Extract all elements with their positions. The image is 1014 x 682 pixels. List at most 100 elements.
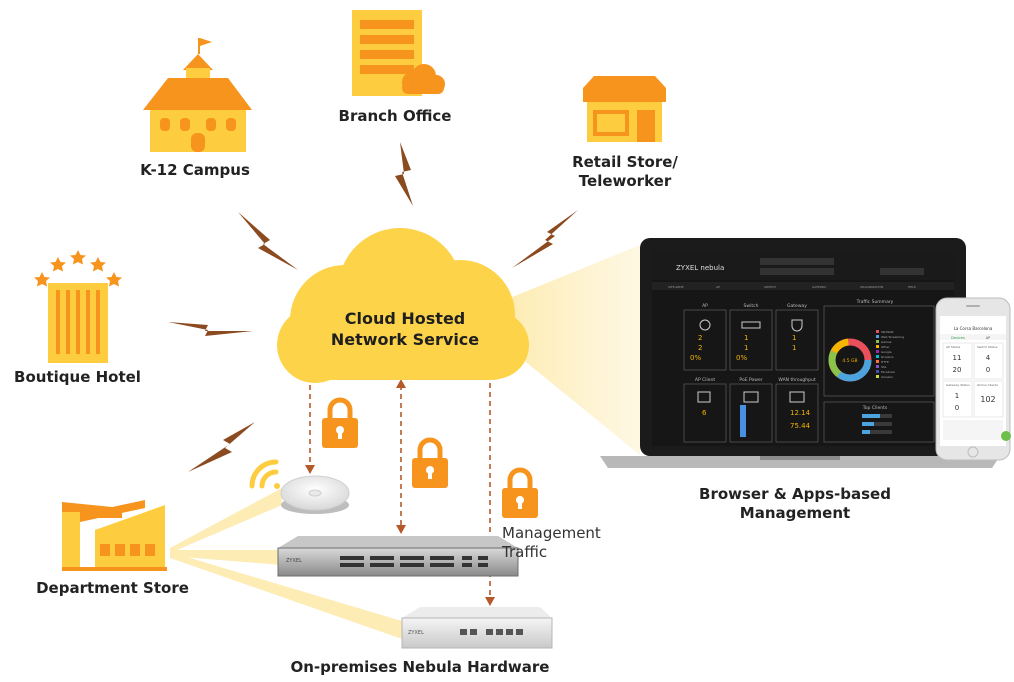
retail-building — [583, 76, 666, 142]
legend-item: HTTP — [881, 360, 889, 364]
svg-text:1: 1 — [792, 344, 796, 352]
dashboard-nav-item[interactable]: SITE-WIDE — [668, 285, 684, 289]
legend-item: SD/WAN — [881, 330, 893, 334]
panel-poe: PoE Power — [739, 377, 762, 383]
legend-swatch — [876, 375, 879, 378]
department-beams — [170, 488, 405, 640]
k12-building — [143, 38, 252, 152]
dashboard-nav-item[interactable]: SWITCH — [764, 285, 776, 289]
label-browser-line1: Browser & Apps-based — [699, 485, 891, 503]
svg-text:20: 20 — [953, 366, 962, 374]
lightning-bolts — [168, 142, 578, 472]
label-cloud-line2: Network Service — [330, 330, 480, 349]
dashboard-nav-item[interactable]: AP — [716, 285, 720, 289]
svg-text:0: 0 — [986, 366, 990, 374]
label-retail-line2: Teleworker — [578, 172, 672, 190]
svg-text:1: 1 — [744, 344, 748, 352]
branch-building — [352, 10, 445, 96]
svg-text:102: 102 — [980, 395, 995, 404]
svg-text:1: 1 — [744, 334, 748, 342]
bolt-hotel — [168, 322, 253, 336]
label-browser-management: Browser & Apps-based Management — [660, 485, 930, 523]
panel-wan: WAN throughput — [778, 377, 815, 383]
phone: La Corsa Barcelona Devices AP AP Status … — [935, 297, 1011, 461]
legend-swatch — [876, 355, 879, 358]
label-cloud-line1: Cloud Hosted — [344, 309, 466, 328]
lock-icons — [322, 397, 538, 518]
panel-top-clients: Top Clients — [862, 405, 888, 411]
svg-text:4.5 GB: 4.5 GB — [842, 358, 857, 364]
svg-text:AP: AP — [986, 336, 991, 340]
svg-text:6: 6 — [702, 409, 707, 417]
label-retail-line1: Retail Store/ — [572, 153, 678, 171]
traffic-donut: 4.5 GB — [828, 338, 872, 382]
legend-item: Web Streaming — [881, 335, 904, 339]
svg-text:1: 1 — [792, 334, 796, 342]
svg-text:0%: 0% — [736, 354, 747, 362]
panel-traffic: Traffic Summary — [856, 299, 894, 305]
bolt-dept — [188, 422, 255, 472]
label-cloud-service: Cloud Hosted Network Service — [300, 308, 510, 350]
svg-text:12.14: 12.14 — [790, 409, 811, 417]
switch-light: ZYXEL — [401, 607, 553, 649]
legend-swatch — [876, 360, 879, 363]
label-branch-office: Branch Office — [338, 107, 452, 125]
bolt-k12 — [238, 212, 298, 270]
lock-icon-3 — [502, 467, 538, 518]
svg-text:1: 1 — [955, 392, 959, 400]
label-boutique-hotel: Boutique Hotel — [14, 368, 141, 386]
legend-item: Games — [881, 340, 892, 344]
svg-text:Switch Status: Switch Status — [977, 345, 998, 349]
svg-text:AP Status: AP Status — [946, 345, 961, 349]
panel-switch: Switch — [744, 303, 759, 309]
legend-item: Other — [881, 345, 890, 349]
label-traffic-line1: Management — [502, 524, 601, 542]
svg-text:11: 11 — [953, 354, 962, 362]
legend-swatch — [876, 365, 879, 368]
legend-item: Facebook — [881, 370, 895, 374]
svg-text:75.44: 75.44 — [790, 422, 811, 430]
switch-dark: ZYXEL — [277, 536, 519, 577]
bolt-branch — [395, 142, 413, 206]
label-management-traffic: Management Traffic — [502, 524, 642, 562]
label-traffic-line2: Traffic — [502, 543, 548, 561]
svg-text:ZYXEL: ZYXEL — [408, 630, 424, 636]
wifi-icon — [249, 459, 280, 489]
legend-item: Dropbox — [881, 355, 894, 359]
legend-item: Google — [881, 350, 892, 354]
legend-swatch — [876, 340, 879, 343]
legend-swatch — [876, 370, 879, 373]
legend-swatch — [876, 350, 879, 353]
svg-text:0: 0 — [955, 404, 959, 412]
dashboard-nav: SITE-WIDE AP SWITCH GATEWAY ORGANIZATION HELP — [668, 285, 916, 289]
dashboard-nav-item[interactable]: GATEWAY — [812, 285, 826, 289]
cloud-shape — [277, 228, 529, 383]
lock-icon-2 — [412, 437, 448, 488]
label-browser-line2: Management — [739, 504, 851, 522]
panel-ap: AP — [702, 303, 708, 309]
svg-text:ZYXEL: ZYXEL — [286, 558, 302, 564]
legend-swatch — [876, 345, 879, 348]
label-onprem-hardware: On-premises Nebula Hardware — [290, 658, 550, 676]
svg-text:2: 2 — [698, 344, 702, 352]
svg-text:4: 4 — [986, 354, 991, 362]
legend-item: Amazon — [881, 375, 893, 379]
dashboard-nav-item[interactable]: HELP — [908, 285, 916, 289]
lock-icon-1 — [322, 397, 358, 448]
dashboard-nav-item[interactable]: ORGANIZATION — [860, 285, 883, 289]
label-retail-store: Retail Store/ Teleworker — [560, 153, 690, 191]
svg-text:Gateway Status: Gateway Status — [946, 383, 970, 387]
legend-item: SSL — [881, 365, 887, 369]
panel-gateway: Gateway — [787, 303, 807, 309]
svg-text:Devices: Devices — [951, 336, 965, 340]
access-point — [280, 475, 350, 514]
svg-text:0%: 0% — [690, 354, 701, 362]
bolt-retail — [512, 210, 578, 268]
svg-text:La Corsa Barcelona: La Corsa Barcelona — [954, 326, 993, 331]
department-building — [62, 500, 167, 571]
legend-swatch — [876, 330, 879, 333]
legend-swatch — [876, 335, 879, 338]
